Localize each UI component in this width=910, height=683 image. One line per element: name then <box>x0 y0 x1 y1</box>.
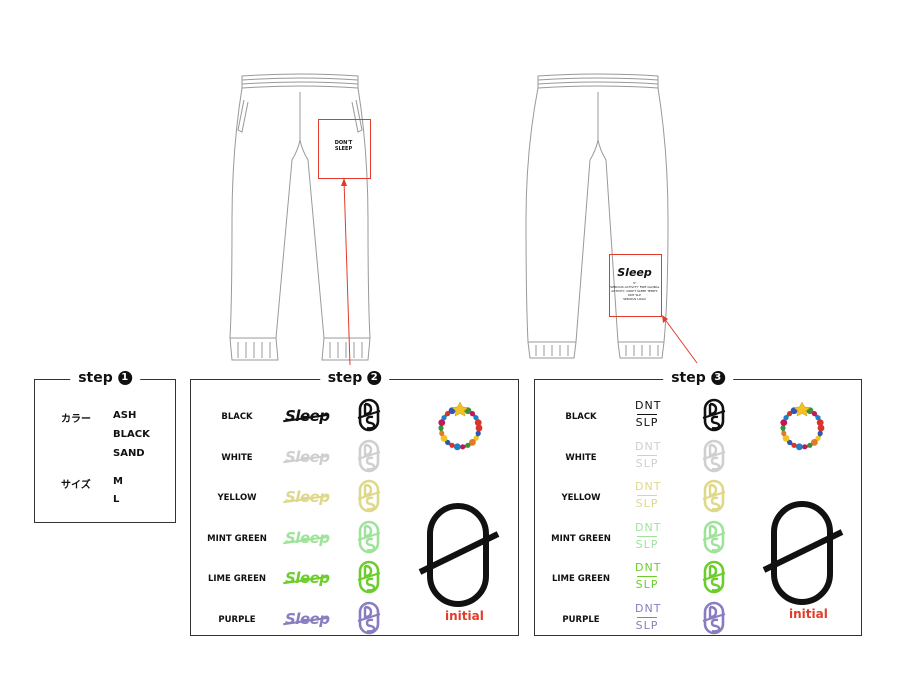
slp-text: SLP <box>635 618 659 632</box>
dnt-divider <box>637 454 657 456</box>
dnt-text: DNT <box>635 520 662 534</box>
front-pants-illustration <box>229 73 371 361</box>
front-print-line1: DON'T <box>334 140 353 146</box>
step3-panel: step 3 BLACK DNT SLP WHITE DNT SLP YELLOW DNT SL… <box>534 370 862 639</box>
dnt-slp-logo-white[interactable]: DNT SLP <box>635 439 662 471</box>
dnt-slp-logo-purple[interactable]: DNT SLP <box>635 601 662 633</box>
initial-label: initial <box>445 609 484 623</box>
back-print-logo: Sleep <box>617 266 652 279</box>
step1-number: 1 <box>117 371 132 385</box>
back-print-small-text: '0' 'SERIOUS ACTIVITY' FIRE GLOBAL ACTIV… <box>609 281 660 301</box>
ds-monogram-icon[interactable] <box>702 560 726 598</box>
dnt-slp-logo-black[interactable]: DNT SLP <box>635 399 662 430</box>
dnt-slp-logo-lime-green[interactable]: DNT SLP <box>635 561 662 592</box>
color-label-lime-green: LIME GREEN <box>551 574 611 584</box>
dnt-divider <box>637 576 657 577</box>
color-label-mint-green: MINT GREEN <box>551 533 611 544</box>
sleep-logo-purple[interactable]: Sleep <box>285 609 330 628</box>
back-print-line: 'SERIOUS ACTIVITY' FIRE GLOBAL <box>609 285 660 289</box>
back-print-line: ACTIVITY, DON'T SLEEP TEMPT. <box>611 289 658 293</box>
step3-title: step 3 <box>663 370 733 386</box>
dnt-text: DNT <box>635 399 662 412</box>
slp-text: SLP <box>635 537 659 551</box>
front-print-line2: SLEEP <box>334 146 353 152</box>
step1-title: step 1 <box>70 370 140 386</box>
ds-monogram-icon[interactable] <box>702 398 726 436</box>
dnt-text: DNT <box>635 601 662 615</box>
color-option-sand[interactable]: SAND <box>113 448 145 459</box>
step2-title-text: step <box>327 370 363 386</box>
dnt-divider <box>637 414 657 415</box>
color-label-yellow: YELLOW <box>561 493 601 503</box>
back-print-line: '0' <box>632 281 637 285</box>
flower-wreath-icon <box>780 401 825 451</box>
initial-label: initial <box>789 607 828 621</box>
ds-monogram-icon[interactable] <box>357 398 381 436</box>
size-option-m[interactable]: M <box>113 476 123 487</box>
ds-monogram-icon[interactable] <box>702 439 726 477</box>
ds-monogram-icon[interactable] <box>357 601 381 639</box>
front-print-highlight <box>318 119 371 179</box>
step2-panel: step 2 BLACKSleepWHITESleepYELLOWSleepMI… <box>190 370 519 639</box>
ds-monogram-icon[interactable] <box>357 479 381 517</box>
ds-monogram-icon[interactable] <box>357 560 381 598</box>
color-label-white: WHITE <box>565 452 597 463</box>
size-option-l[interactable]: L <box>113 494 120 505</box>
color-label: カラー <box>61 414 91 425</box>
flower-wreath-icon <box>438 401 483 451</box>
ds-monogram-icon[interactable] <box>357 439 381 477</box>
initial-zero-icon <box>762 501 844 605</box>
dnt-divider <box>637 495 657 496</box>
back-print-line: SERIOUS LOGO <box>623 297 646 301</box>
dnt-text: DNT <box>635 439 662 453</box>
color-label-mint-green: MINT GREEN <box>207 533 267 544</box>
color-label-lime-green: LIME GREEN <box>207 574 267 584</box>
ds-monogram-icon[interactable] <box>702 479 726 517</box>
step3-title-text: step <box>671 370 706 386</box>
color-label-black: BLACK <box>221 412 253 422</box>
step1-title-text: step <box>78 370 113 386</box>
step1-panel: step 1 カラー ASH BLACK SAND サイズ M L <box>34 370 176 523</box>
color-label-yellow: YELLOW <box>217 493 257 503</box>
color-label-white: WHITE <box>221 452 253 463</box>
sleep-logo-white[interactable]: Sleep <box>285 447 330 466</box>
sleep-logo-mint-green[interactable]: Sleep <box>285 528 330 547</box>
color-option-ash[interactable]: ASH <box>113 410 137 421</box>
ds-monogram-icon[interactable] <box>357 520 381 558</box>
color-label-purple: PURPLE <box>218 614 256 625</box>
dnt-divider <box>637 616 657 618</box>
back-print-highlight <box>609 254 662 317</box>
color-label-black: BLACK <box>565 412 597 422</box>
step3-number: 3 <box>710 371 725 385</box>
color-option-black[interactable]: BLACK <box>113 429 150 440</box>
slp-text: SLP <box>635 416 659 429</box>
back-print-line: DNT SLP <box>628 293 641 297</box>
dnt-text: DNT <box>635 480 662 493</box>
dnt-text: DNT <box>635 561 662 574</box>
slp-text: SLP <box>635 578 659 591</box>
dnt-slp-logo-yellow[interactable]: DNT SLP <box>635 480 662 511</box>
back-pants-illustration <box>525 73 669 359</box>
step2-number: 2 <box>367 371 382 385</box>
dnt-divider <box>637 535 657 537</box>
initial-zero-icon <box>418 503 500 607</box>
slp-text: SLP <box>635 456 659 470</box>
color-label-purple: PURPLE <box>562 614 600 625</box>
step2-title: step 2 <box>319 370 390 386</box>
ds-monogram-icon[interactable] <box>702 520 726 558</box>
dnt-slp-logo-mint-green[interactable]: DNT SLP <box>635 520 662 552</box>
front-print-text: DON'T SLEEP <box>318 140 369 152</box>
size-label: サイズ <box>61 480 91 491</box>
slp-text: SLP <box>635 497 659 510</box>
ds-monogram-icon[interactable] <box>702 601 726 639</box>
